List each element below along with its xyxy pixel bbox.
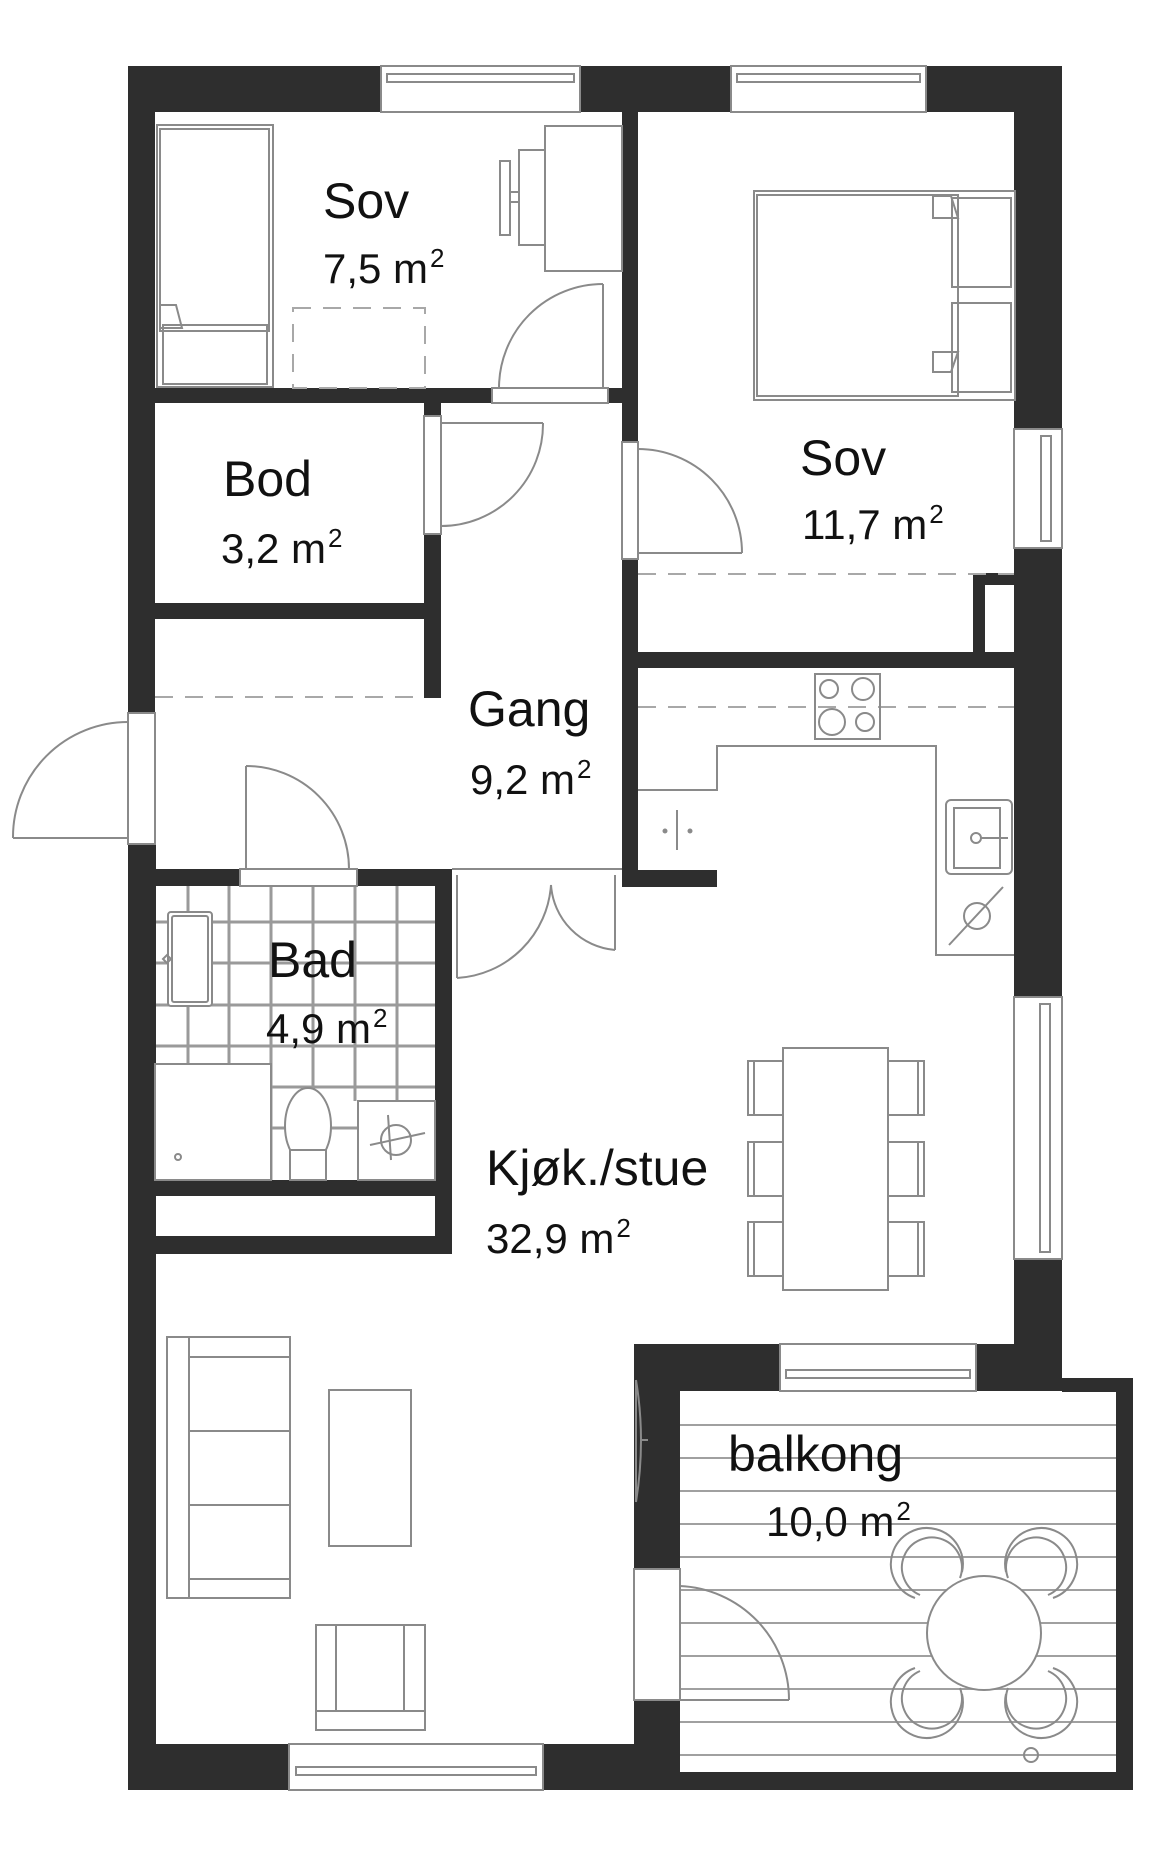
room-area-sov-small: 7,5 m2 [323, 243, 445, 292]
bathroom-sink [167, 911, 213, 1007]
sofa [166, 1336, 291, 1599]
coffee-table [328, 1389, 412, 1547]
room-area-sov-large: 11,7 m2 [802, 499, 944, 548]
windows [288, 65, 1063, 1791]
room-label-bad: Bad [268, 932, 357, 988]
washing-machine [357, 1100, 436, 1181]
double-bed [753, 190, 1016, 401]
cooktop [814, 673, 881, 740]
room-area-bad: 4,9 m2 [266, 1003, 388, 1052]
kitchen-sink [945, 799, 1013, 875]
furniture [154, 124, 1079, 1763]
room-label-kjokken-stue: Kjøk./stue [486, 1140, 709, 1196]
room-label-gang: Gang [468, 681, 591, 737]
closet-interior [985, 585, 1014, 652]
doors [11, 283, 791, 1701]
room-label-sov-large: Sov [800, 430, 887, 486]
room-area-kjokken-stue: 32,9 m2 [486, 1213, 631, 1262]
dashed-lines [155, 307, 1014, 708]
room-area-bod: 3,2 m2 [221, 523, 343, 572]
balcony-planks [680, 1424, 1116, 1756]
shower [154, 1063, 272, 1181]
room-area-balkong: 10,0 m2 [766, 1496, 911, 1545]
single-bed [156, 124, 274, 388]
armchair [315, 1624, 426, 1731]
desk [544, 125, 623, 272]
walls [128, 66, 1133, 1790]
dishwasher-symbol [963, 902, 991, 930]
room-label-sov-small: Sov [323, 173, 410, 229]
drain [1023, 1747, 1039, 1763]
room-label-bod: Bod [223, 451, 312, 507]
balcony-table-set [889, 1527, 1079, 1739]
desk-chair [518, 149, 546, 246]
room-label-balkong: balkong [728, 1426, 904, 1482]
room-area-gang: 9,2 m2 [470, 754, 592, 803]
dining-table [782, 1047, 889, 1291]
